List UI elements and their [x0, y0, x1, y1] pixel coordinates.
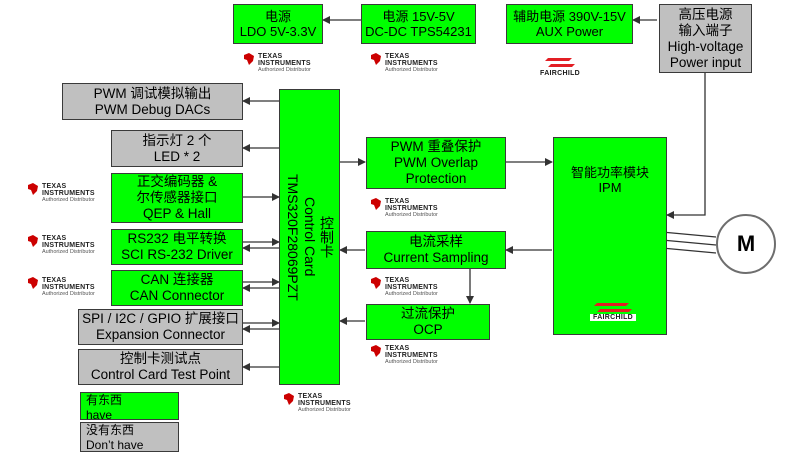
- legend-donthave-cn: 没有东西: [86, 423, 135, 437]
- hv-input-box: 高压电源 输入端子 High-voltage Power input: [659, 4, 752, 73]
- can-line1: CAN 连接器: [140, 272, 214, 287]
- current-sampling-box: 电流采样 Current Sampling: [366, 231, 506, 269]
- hv-line1: 高压电源: [678, 6, 733, 22]
- rs232-line2: SCI RS-232 Driver: [121, 247, 233, 262]
- ldo-title: 电源: [264, 9, 291, 24]
- ti-state-icon: [371, 345, 381, 357]
- control-card-en: Control Card: [302, 197, 318, 277]
- testpoint-line1: 控制卡测试点: [120, 351, 201, 366]
- motor-icon: M: [716, 214, 776, 274]
- ti-state-icon: [371, 277, 381, 289]
- legend-have-cn: 有东西: [86, 393, 123, 407]
- arrow-hv-to-ipm: [666, 73, 706, 219]
- pwm-dac-line2: PWM Debug DACs: [94, 101, 211, 117]
- fairchild-logo-ipm: FAIRCHILD: [590, 302, 637, 321]
- ti-state-icon: [28, 235, 38, 247]
- ti-state-icon: [371, 53, 381, 65]
- aux-subtitle: AUX Power: [535, 24, 604, 39]
- dcdc-title: 电源 15V-5V: [382, 9, 455, 24]
- fairchild-mark-icon: [594, 303, 633, 312]
- fairchild-wordmark: FAIRCHILD: [540, 70, 581, 77]
- dcdc-power-box: 电源 15V-5V DC-DC TPS54231: [361, 4, 476, 44]
- qep-hall-box: 正交编码器 & 尔传感器接口 QEP & Hall: [111, 173, 243, 223]
- pwm-overlap-line2: PWM Overlap: [393, 155, 478, 170]
- ldo-subtitle: LDO 5V-3.3V: [239, 24, 317, 39]
- ti-state-icon: [28, 277, 38, 289]
- ipm-box: 智能功率模块 IPM: [553, 137, 667, 335]
- led-line1: 指示灯 2 个: [142, 132, 212, 148]
- ti-state-icon: [244, 53, 254, 65]
- qep-line3: QEP & Hall: [142, 206, 212, 221]
- legend-dont-have: 没有东西 Don’t have: [80, 422, 179, 452]
- legend-have: 有东西 have: [80, 392, 179, 422]
- pwm-dac-box: PWM 调试模拟输出 PWM Debug DACs: [62, 83, 243, 120]
- ti-state-icon: [371, 198, 381, 210]
- spi-line2: Expansion Connector: [95, 327, 226, 342]
- control-card-label: 控制卡 Control Card TMS320F28069PZT: [284, 174, 335, 301]
- can-box: CAN 连接器 CAN Connector: [111, 270, 243, 306]
- pwm-overlap-box: PWM 重叠保护 PWM Overlap Protection: [366, 137, 506, 189]
- fairchild-wordmark: FAIRCHILD: [590, 314, 637, 321]
- led-line2: LED * 2: [153, 148, 201, 164]
- current-line1: 电流采样: [409, 234, 463, 249]
- fairchild-logo-aux: FAIRCHILD: [540, 56, 580, 77]
- hv-line3: High-voltage: [667, 38, 744, 54]
- control-card-box: 控制卡 Control Card TMS320F28069PZT: [279, 89, 340, 385]
- qep-line1: 正交编码器 &: [136, 174, 218, 189]
- motor-label: M: [736, 231, 756, 256]
- ocp-line2: OCP: [413, 322, 443, 337]
- control-card-part: TMS320F28069PZT: [285, 173, 301, 301]
- legend-donthave-en: Don’t have: [86, 438, 144, 452]
- rs232-box: RS232 电平转换 SCI RS-232 Driver: [111, 229, 243, 265]
- aux-power-box: 辅助电源 390V-15V AUX Power: [506, 4, 633, 44]
- can-line2: CAN Connector: [129, 288, 225, 303]
- ldo-power-box: 电源 LDO 5V-3.3V: [233, 4, 323, 44]
- qep-line2: 尔传感器接口: [136, 190, 218, 205]
- ti-state-icon: [28, 183, 38, 195]
- led-box: 指示灯 2 个 LED * 2: [111, 130, 243, 167]
- ocp-box: 过流保护 OCP: [366, 304, 490, 340]
- spi-expansion-box: SPI / I2C / GPIO 扩展接口 Expansion Connecto…: [78, 309, 243, 345]
- ti-state-icon: [284, 393, 294, 405]
- testpoint-line2: Control Card Test Point: [90, 367, 231, 382]
- pwm-overlap-line3: Protection: [405, 171, 467, 186]
- spi-line1: SPI / I2C / GPIO 扩展接口: [82, 311, 239, 326]
- current-line2: Current Sampling: [383, 250, 489, 265]
- control-card-cn: 控制卡: [319, 216, 335, 258]
- dcdc-subtitle: DC-DC TPS54231: [365, 24, 472, 39]
- hv-line2: 输入端子: [678, 22, 733, 38]
- legend-have-en: have: [86, 408, 113, 422]
- pwm-overlap-line1: PWM 重叠保护: [390, 139, 482, 154]
- testpoint-box: 控制卡测试点 Control Card Test Point: [78, 349, 243, 385]
- pwm-dac-line1: PWM 调试模拟输出: [93, 85, 212, 101]
- rs232-line1: RS232 电平转换: [127, 231, 227, 246]
- hv-line4: Power input: [669, 54, 742, 70]
- ocp-line1: 过流保护: [401, 306, 455, 321]
- ipm-line1: 智能功率模块: [570, 165, 649, 180]
- aux-title: 辅助电源 390V-15V: [513, 9, 626, 24]
- ipm-line2: IPM: [598, 180, 622, 195]
- fairchild-mark-icon: [545, 58, 576, 67]
